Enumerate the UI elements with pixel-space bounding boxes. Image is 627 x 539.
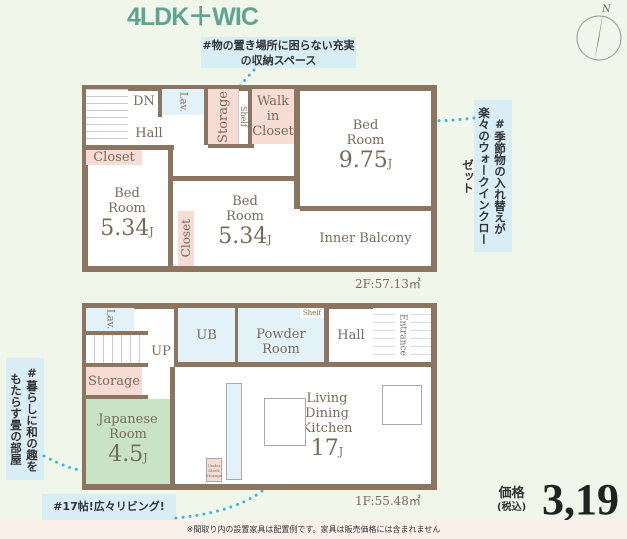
stairs-2f [86,89,128,145]
toilet-2f: Lav. [162,89,204,115]
stairs-1f [86,335,144,365]
callout-wic: #季節物の入れ替えが楽々のウォークインクローゼット [461,100,512,252]
callout-living: #17帖!広々リビング! [42,494,176,520]
kitchen-counter [226,383,242,480]
compass-icon: N [576,4,622,62]
svg-text:N: N [601,4,612,15]
storage-2f: Storage [208,89,238,144]
closet-2f-mid: Closet [178,211,194,266]
entrance: Entrance [373,308,431,362]
price-value: 3,19 [542,475,619,524]
walk-in-closet: Walk in Closet [252,89,294,144]
floor-2f-rooms: DN Hall Lav. Storage Shelf Walk in Close… [82,85,437,272]
plan-title: 4LDK＋WIC [127,3,259,31]
shelf-1f: Shelf [300,308,324,318]
floor-1f-area: 1F:55.48㎡ [355,494,421,508]
sofa [382,385,422,425]
floor-1f-rooms: Lav. UP UB Powder Room Shelf Hall Entran… [82,303,437,490]
floor-2f-area: 2F:57.13㎡ [355,277,421,291]
hall-1f: Hall [337,327,365,343]
inner-balcony: Inner Balcony [319,231,412,246]
arrow-japanese [42,454,92,474]
footnote: ※間取り内の設置家具は配置例です。家具は販売価格には含まれません [0,520,627,539]
up-label: UP [151,343,171,359]
callout-japanese: #暮らしに和の趣をもたらす畳の部屋 [6,358,44,480]
dn-label: DN [133,93,155,109]
toilet-1f: Lav. [86,308,134,331]
dining-table [264,398,306,446]
shelf-2f: Shelf [238,89,248,144]
storage-1f: Storage [86,367,142,395]
hall-2f-label: Hall [135,125,163,141]
price-label: 価格(税込) [497,486,527,514]
under-stock-storage: Under Stock Storage [206,458,222,482]
callout-storage: #物の置き場所に困らない充実の収納スペース [201,37,356,68]
unit-bath: UB [178,308,235,362]
closet-2f-left: Closet [86,150,142,165]
